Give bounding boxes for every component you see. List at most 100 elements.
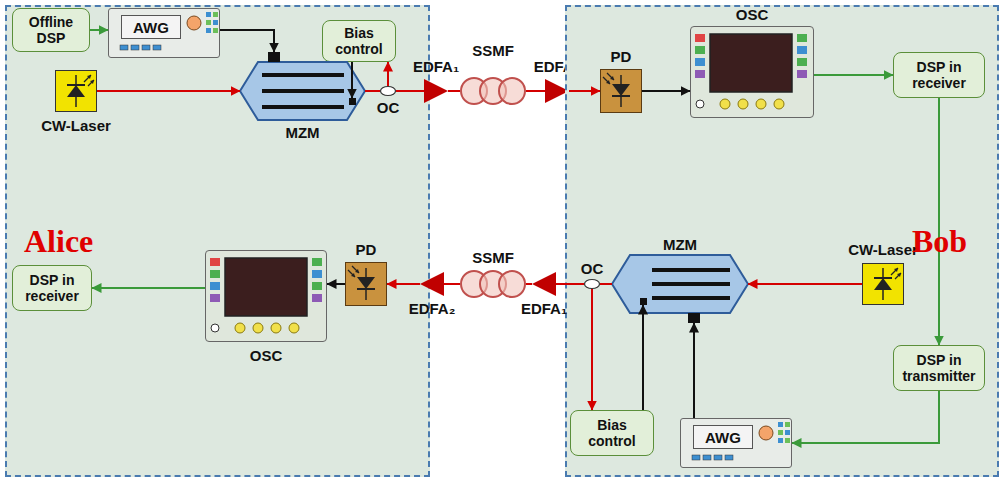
node-label: DSP in receiver bbox=[25, 272, 79, 304]
node-label: DSP in receiver bbox=[912, 59, 966, 91]
node-label: AWG bbox=[133, 19, 169, 36]
text-holder: EDFA₂ bbox=[409, 300, 456, 317]
fiber-loop bbox=[499, 271, 525, 297]
awg-instrument: AWG bbox=[680, 418, 792, 468]
text-holder: SSMF bbox=[472, 249, 514, 266]
site-region: Bob PD OSC DSP in receiverCW-Laser MZM OC DSP … bbox=[565, 5, 999, 477]
signal-connector bbox=[444, 283, 460, 285]
signal-connector bbox=[220, 30, 274, 52]
node-label: MZM bbox=[663, 236, 697, 253]
node-label: PD bbox=[356, 241, 377, 258]
modulator-waveguide bbox=[652, 268, 730, 272]
node-label: DSP in transmitter bbox=[902, 352, 975, 384]
text-holder: CW-Laser bbox=[848, 241, 918, 258]
node-label: Offline DSP bbox=[29, 14, 73, 46]
photodetector: PD bbox=[345, 262, 387, 306]
text-holder: DSP in receiver bbox=[897, 59, 981, 91]
fiber-loop bbox=[499, 78, 525, 104]
node-label: SSMF bbox=[472, 249, 514, 266]
node-label: OC bbox=[377, 99, 400, 116]
node-label: EDFA₁ bbox=[521, 300, 567, 317]
text-holder: PD bbox=[611, 48, 632, 65]
signal-connector bbox=[938, 98, 940, 345]
oscilloscope-screen bbox=[210, 258, 322, 333]
fiber-spool: SSMF bbox=[460, 77, 526, 105]
oscilloscope-screen bbox=[695, 34, 807, 109]
amplifier-body bbox=[420, 272, 444, 296]
optical-coupler-outline bbox=[380, 86, 396, 96]
modulator-hexagon: MZM bbox=[240, 62, 365, 120]
signal-connector bbox=[526, 90, 545, 92]
text-holder: Bob bbox=[912, 223, 967, 259]
node-label: EDFA₁ bbox=[413, 58, 459, 75]
text-holder: EDFA₁ bbox=[413, 58, 459, 75]
modulator-waveguide bbox=[652, 282, 730, 286]
node-label: AWG bbox=[705, 429, 741, 446]
signal-connector bbox=[90, 29, 108, 31]
optical-coupler: OC bbox=[380, 86, 396, 96]
photodetector: PD bbox=[600, 69, 642, 113]
signal-connector bbox=[748, 283, 862, 285]
node-label: EDFA₂ bbox=[409, 300, 456, 317]
amplifier-body bbox=[532, 272, 556, 296]
signal-connector bbox=[792, 391, 939, 443]
text-holder: OSC bbox=[736, 6, 769, 23]
signal-connector bbox=[693, 323, 695, 418]
node-label: OSC bbox=[250, 347, 283, 364]
node-label: SSMF bbox=[472, 42, 514, 59]
amplifier-triangle-outline bbox=[424, 79, 448, 103]
amplifier-triangle: EDFA₂ bbox=[420, 272, 444, 296]
amplifier-body bbox=[424, 79, 448, 103]
amplifier-triangle-outline bbox=[420, 272, 444, 296]
text-holder: AWG bbox=[693, 425, 753, 449]
laser-source: CW-Laser bbox=[55, 70, 97, 112]
awg-controls bbox=[120, 12, 218, 50]
node-label: MZM bbox=[285, 124, 319, 141]
text-holder: DSP in transmitter bbox=[897, 352, 981, 384]
signal-connector bbox=[387, 62, 389, 86]
coupler-ellipse bbox=[381, 87, 396, 96]
amplifier-triangle: EDFA₁ bbox=[532, 272, 556, 296]
text-holder: Offline DSP bbox=[16, 14, 86, 46]
signal-connector bbox=[97, 90, 240, 92]
rf-electrode bbox=[688, 313, 700, 323]
node-label: Bias control bbox=[335, 25, 382, 57]
bias-electrode bbox=[349, 98, 356, 105]
node-label: OC bbox=[581, 260, 604, 277]
site-region: AliceOffline DSPAWGBias controlCW-LaserM… bbox=[5, 5, 430, 477]
signal-connector bbox=[327, 283, 345, 285]
modulator-body bbox=[240, 62, 365, 120]
photodiode-symbol bbox=[348, 266, 375, 300]
site-label: Alice bbox=[24, 223, 93, 259]
signal-connector bbox=[642, 90, 690, 92]
text-holder: DSP in receiver bbox=[16, 272, 88, 304]
modulator-waveguide bbox=[262, 73, 344, 77]
node-label: OSC bbox=[736, 6, 769, 23]
modulator-hexagon-outline bbox=[612, 255, 748, 313]
text-holder: CW-Laser bbox=[41, 117, 111, 134]
text-holder: Bias control bbox=[574, 417, 650, 449]
signal-connector bbox=[396, 90, 424, 92]
coupler-ellipse bbox=[585, 280, 600, 289]
dsp-box: Bias control bbox=[570, 410, 654, 456]
modulator-waveguide bbox=[262, 105, 344, 109]
text-holder: PD bbox=[356, 241, 377, 258]
optical-coupler-outline bbox=[584, 279, 600, 289]
laser-symbol bbox=[67, 75, 94, 107]
signal-connector bbox=[365, 90, 380, 92]
signal-connector bbox=[448, 90, 460, 92]
node-label: PD bbox=[611, 48, 632, 65]
modulator-body bbox=[612, 255, 748, 313]
fiber-spool-outline bbox=[460, 77, 526, 105]
text-holder: SSMF bbox=[472, 42, 514, 59]
node-label: CW-Laser bbox=[41, 117, 111, 134]
signal-connector bbox=[814, 74, 893, 76]
fiber-spool-outline bbox=[460, 270, 526, 298]
signal-connector bbox=[351, 62, 353, 98]
rf-electrode bbox=[268, 52, 280, 62]
dsp-box: Bias control bbox=[322, 20, 396, 62]
text-holder: OC bbox=[581, 260, 604, 277]
text-holder: MZM bbox=[285, 124, 319, 141]
